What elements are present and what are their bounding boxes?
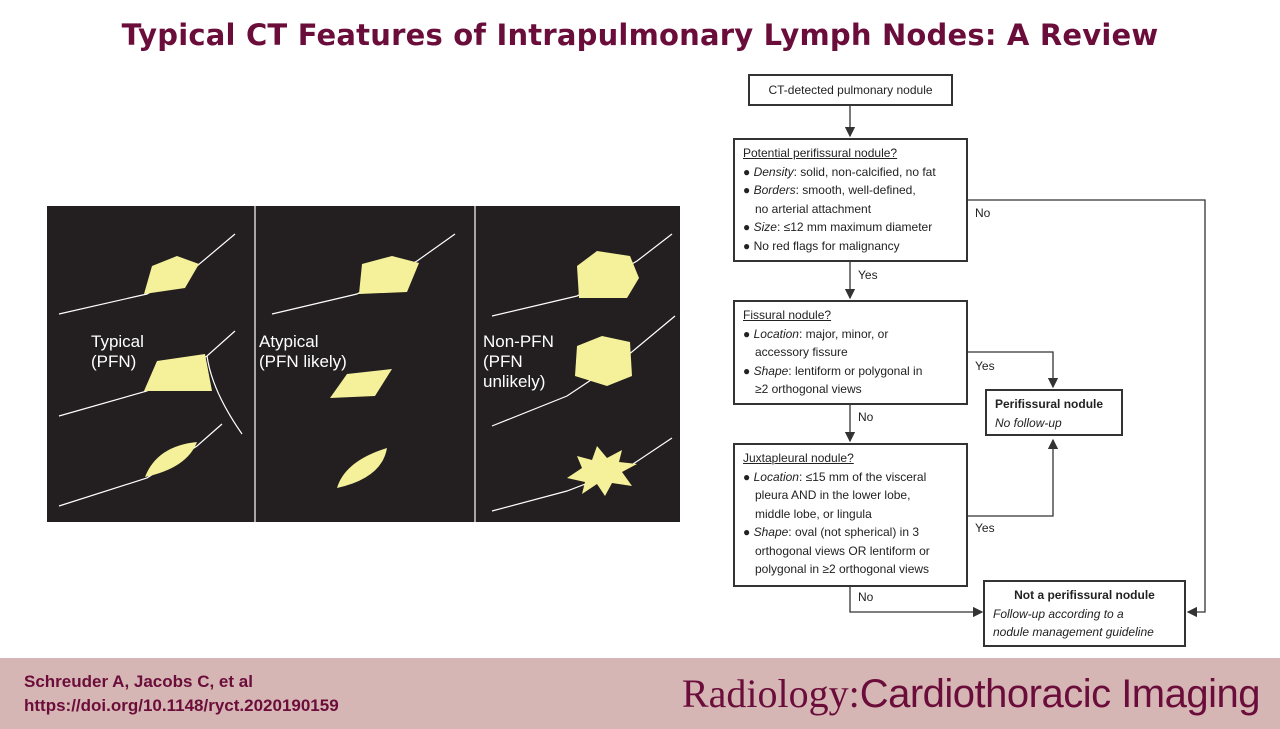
arrow [849, 587, 984, 618]
criterion-key: Shape [753, 363, 789, 378]
criterion-key: Borders [753, 183, 796, 197]
panel-label: Atypical [259, 332, 319, 351]
nodule-spiculated [567, 446, 637, 496]
panel-label: Typical [91, 332, 144, 351]
decision-heading: Juxtapleural nodule? [743, 451, 854, 465]
decision-heading: Fissural nodule? [743, 308, 832, 322]
authors: Schreuder A, Jacobs C, et al [24, 672, 253, 691]
criterion-text: orthogonal views OR lentiform or [755, 543, 930, 558]
criterion-text: : ≤15 mm of the visceral [798, 469, 927, 484]
panel-label: Non-PFN [483, 332, 554, 351]
nodule-polygonal [144, 354, 212, 391]
decision-juxtapleural: Juxtapleural nodule? ● Location: ≤15 mm … [733, 443, 968, 587]
criterion-text: : oval (not spherical) in 3 [788, 525, 920, 539]
journal-logo: Radiology:Cardiothoracic Imaging [681, 670, 1261, 717]
criterion-key: Density [753, 164, 794, 179]
yes-label: Yes [975, 521, 995, 535]
criterion-key: Size [753, 220, 777, 234]
criterion-text: : smooth, well-defined, [795, 183, 916, 197]
start-node: CT-detected pulmonary nodule [748, 74, 953, 106]
outcome-not-perifissural: Not a perifissural nodule Follow-up acco… [983, 580, 1186, 647]
nodule-round [577, 251, 639, 298]
criterion-key: Shape [753, 525, 789, 539]
arrow [968, 199, 1206, 618]
nodule-atypical [337, 448, 387, 488]
no-label: No [975, 206, 991, 220]
criterion-text: pleura AND in the lower lobe, [755, 488, 911, 502]
nodule-illustrations [58, 206, 676, 522]
panel-label: (PFN likely) [259, 352, 347, 371]
outcome-title: Not a perifissural nodule [1014, 588, 1155, 602]
logo-text: Radiology: [681, 671, 860, 716]
outcome-perifissural: Perifissural nodule No follow-up [985, 389, 1123, 436]
outcome-title: Perifissural nodule [995, 397, 1104, 411]
criterion-text: middle lobe, or lingula [755, 506, 872, 521]
yes-label: Yes [975, 359, 995, 373]
criterion-text: polygonal in ≥2 orthogonal views [755, 562, 930, 576]
nodule-illustration-panel: Typical(PFN) Atypical(PFN likely) Non-PF… [47, 206, 680, 522]
nodule-atypical [359, 256, 419, 294]
doi-link[interactable]: https://doi.org/10.1148/ryct.2020190159 [24, 696, 339, 715]
criterion-text: No red flags for malignancy [753, 238, 900, 253]
decision-fissural: Fissural nodule? ● Location: major, mino… [733, 300, 968, 405]
criterion-text: : major, minor, or [798, 326, 889, 341]
no-label: No [858, 590, 874, 604]
criterion-text: : ≤12 mm maximum diameter [776, 220, 933, 234]
outcome-subtitle: Follow-up according to a [993, 606, 1124, 621]
panel-label: (PFN [483, 352, 523, 371]
criterion-text: ≥2 orthogonal views [755, 382, 862, 396]
nodule-lentiform [145, 442, 197, 477]
nodule-atypical [330, 369, 392, 398]
arrow [968, 438, 1059, 517]
criterion-key: Location [753, 469, 799, 484]
logo-text: Cardiothoracic Imaging [859, 672, 1261, 716]
criterion-key: Location [753, 326, 799, 341]
arrow [968, 351, 1059, 389]
fissure-line [206, 355, 243, 435]
nodule-round [575, 336, 632, 386]
nodule-lentiform [144, 256, 199, 294]
criterion-text: no arterial attachment [755, 201, 872, 216]
criterion-text: accessory fissure [755, 345, 848, 359]
decision-perifissural: Potential perifissural nodule? ● Density… [733, 138, 968, 262]
outcome-subtitle: nodule management guideline [993, 625, 1154, 639]
start-text: CT-detected pulmonary nodule [768, 83, 933, 97]
page-title: Typical CT Features of Intrapulmonary Ly… [121, 18, 1159, 52]
panel-label: (PFN) [91, 352, 137, 371]
panel-label: unlikely) [483, 372, 546, 391]
footer: Schreuder A, Jacobs C, et al https://doi… [0, 658, 1280, 729]
criterion-text: : solid, non-calcified, no fat [793, 164, 936, 179]
decision-heading: Potential perifissural nodule? [743, 146, 898, 160]
criterion-text: : lentiform or polygonal in [788, 363, 923, 378]
yes-label: Yes [858, 268, 878, 282]
outcome-subtitle: No follow-up [995, 415, 1062, 430]
no-label: No [858, 410, 874, 424]
